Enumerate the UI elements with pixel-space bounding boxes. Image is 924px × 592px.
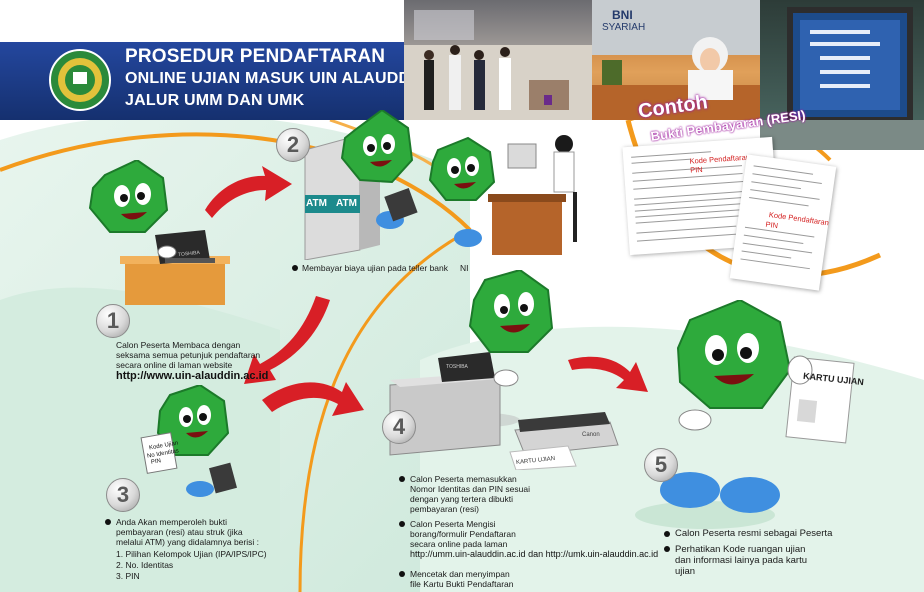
atm-label-1: ATM (306, 198, 327, 209)
step4-bullet-3-text: Mencetak dan menyimpan file Kartu Bukti … (410, 569, 514, 589)
step2-teller-illustration (428, 135, 577, 255)
step1-text: Calon Peserta Membaca dengan seksama sem… (116, 340, 261, 370)
printer-brand: Canon (582, 432, 600, 438)
step4-bullet-1-text: Calon Peserta memasukkan Nomor Identitas… (410, 474, 531, 514)
step-number-2: 2 (276, 128, 310, 162)
bank-sign: BNI (612, 8, 633, 22)
step4-bullet-3 (399, 571, 405, 577)
step4-bullet-2-text: Calon Peserta Mengisi borang/formulir Pe… (410, 519, 516, 549)
receipt1-kode-label: Kode Pendaftaran (689, 152, 751, 166)
atm-photo (760, 0, 924, 150)
step4-illustration (389, 270, 619, 470)
step1-url: http://www.uin-alauddin.ac.id (116, 370, 269, 382)
banner-title-line1: PROSEDUR PENDAFTARAN (125, 46, 386, 67)
laptop4-brand: TOSHIBA (446, 364, 468, 370)
bank-teller-photo: BNI SYARIAH (592, 0, 760, 120)
step4-bullet-1 (399, 476, 405, 482)
bank-hall-photo (404, 0, 592, 120)
step3-bullet (105, 519, 111, 525)
step-number-3: 3 (106, 478, 140, 512)
step2-text: Membayar biaya ujian pada teller bank (302, 263, 449, 273)
step1-illustration (88, 160, 230, 305)
step3-intro: Anda Akan memperoleh bukti pembayaran (r… (116, 517, 259, 547)
receipt1-pin-label: PIN (689, 164, 703, 175)
bank-sign-sub: SYARIAH (602, 22, 646, 33)
receipt-atm-struk: Kode Pendaftaran PIN (729, 154, 837, 291)
step-number-4: 4 (382, 410, 416, 444)
step2-stray-text: NI (460, 263, 469, 273)
step4-bullet-2 (399, 521, 405, 527)
step3-item-2: 2. No. Identitas (116, 560, 174, 570)
step5-bullet-1 (664, 531, 670, 537)
step-number-5: 5 (644, 448, 678, 482)
receipt2-pin-label: PIN (764, 219, 779, 231)
step5-bullet-2-text: Perhatikan Kode ruangan ujian dan inform… (675, 544, 808, 577)
step5-bullet-1-text: Calon Peserta resmi sebagai Peserta (675, 528, 833, 539)
step5-bullet-2 (664, 546, 670, 552)
step2-bullet (292, 265, 298, 271)
step4-bullet-2-url: http://umm.uin-alauddin.ac.id dan http:/… (410, 549, 659, 559)
step3-item-3: 3. PIN (116, 571, 140, 581)
step-number-1: 1 (96, 304, 130, 338)
step3-item-1: 1. Pilihan Kelompok Ujian (IPA/IPS/IPC) (116, 549, 267, 559)
step5-illustration (660, 300, 855, 513)
banner-title-line2: ONLINE UJIAN MASUK UIN ALAUDDIN (125, 70, 427, 87)
atm-label-2: ATM (336, 198, 357, 209)
step2-atm-illustration (304, 110, 418, 260)
banner-title-line3: JALUR UMM DAN UMK (125, 92, 305, 109)
step3-illustration (140, 385, 237, 497)
